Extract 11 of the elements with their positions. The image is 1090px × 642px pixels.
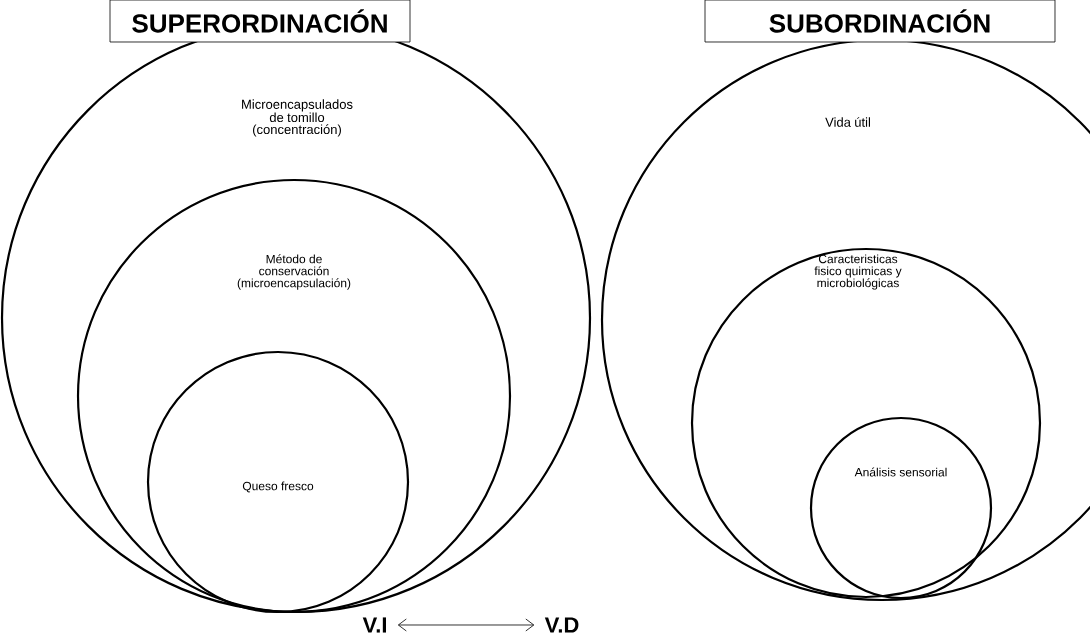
circle-label: Análisis sensorial — [854, 467, 947, 477]
double-arrow — [397, 618, 535, 632]
title-box: SUBORDINACIÓN — [704, 0, 1056, 43]
circle-label: Microencapsulados de tomillo (concentración) — [242, 99, 353, 137]
title-box: SUPERORDINACIÓN — [109, 0, 411, 43]
circle-label: Queso fresco — [242, 481, 314, 493]
circle-label: Caracteristicas fisico quimicas y microbiológicas — [814, 254, 902, 290]
circle-label: Método de conservación (microencapsulación) — [237, 254, 351, 290]
variable-label: V.D — [544, 617, 579, 633]
circle-label: Vida útil — [825, 117, 870, 127]
variable-label: V.I — [362, 617, 386, 633]
